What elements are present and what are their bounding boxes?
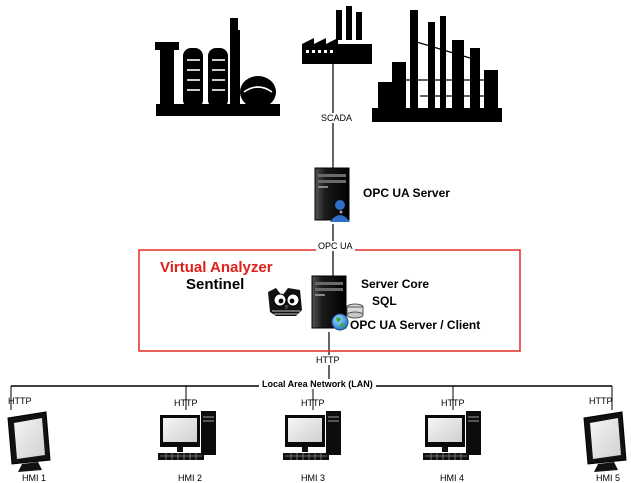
desktop-computer-icon	[422, 410, 482, 461]
hmi-1-label: HMI 1	[22, 473, 47, 483]
desktop-computer-icon	[282, 410, 342, 461]
industrial-skyline-icon	[372, 10, 502, 122]
hmi-3-label: HMI 3	[301, 473, 326, 483]
hmi-drops	[10, 386, 613, 410]
opc-ua-link-label: OPC UA	[316, 241, 355, 251]
http-core-link-label: HTTP	[314, 355, 342, 365]
hmi-1-protocol-label: HTTP	[8, 396, 32, 406]
virtual-analyzer-subtitle: Sentinel	[186, 276, 245, 293]
hmi-4-label: HMI 4	[440, 473, 465, 483]
hmi-4-protocol-label: HTTP	[441, 398, 465, 408]
user-badge-icon	[330, 200, 350, 222]
hmi-5-protocol-label: HTTP	[589, 396, 613, 406]
lan-label: Local Area Network (LAN)	[259, 379, 376, 389]
virtual-analyzer-title: Virtual Analyzer	[160, 259, 273, 276]
server-tower-icon	[314, 167, 350, 221]
owl-logo-icon	[268, 288, 302, 316]
globe-icon	[331, 313, 349, 331]
hmi-2-label: HMI 2	[178, 473, 203, 483]
opc-ua-server-label: OPC UA Server	[363, 186, 450, 200]
refinery-plant-icon	[155, 18, 280, 116]
scada-link-label: SCADA	[319, 113, 355, 123]
database-icon	[346, 303, 364, 319]
factory-icon	[302, 6, 372, 64]
hmi-2-protocol-label: HTTP	[174, 398, 198, 408]
hmi-5-label: HMI 5	[596, 473, 621, 483]
sql-label: SQL	[372, 294, 397, 308]
opc-ua-server-client-label: OPC UA Server / Client	[350, 318, 481, 332]
server-core-label: Server Core	[361, 277, 430, 291]
hmi-3-protocol-label: HTTP	[301, 398, 325, 408]
monitor-icon	[583, 411, 627, 473]
monitor-icon	[7, 411, 51, 473]
desktop-computer-icon	[157, 410, 217, 461]
